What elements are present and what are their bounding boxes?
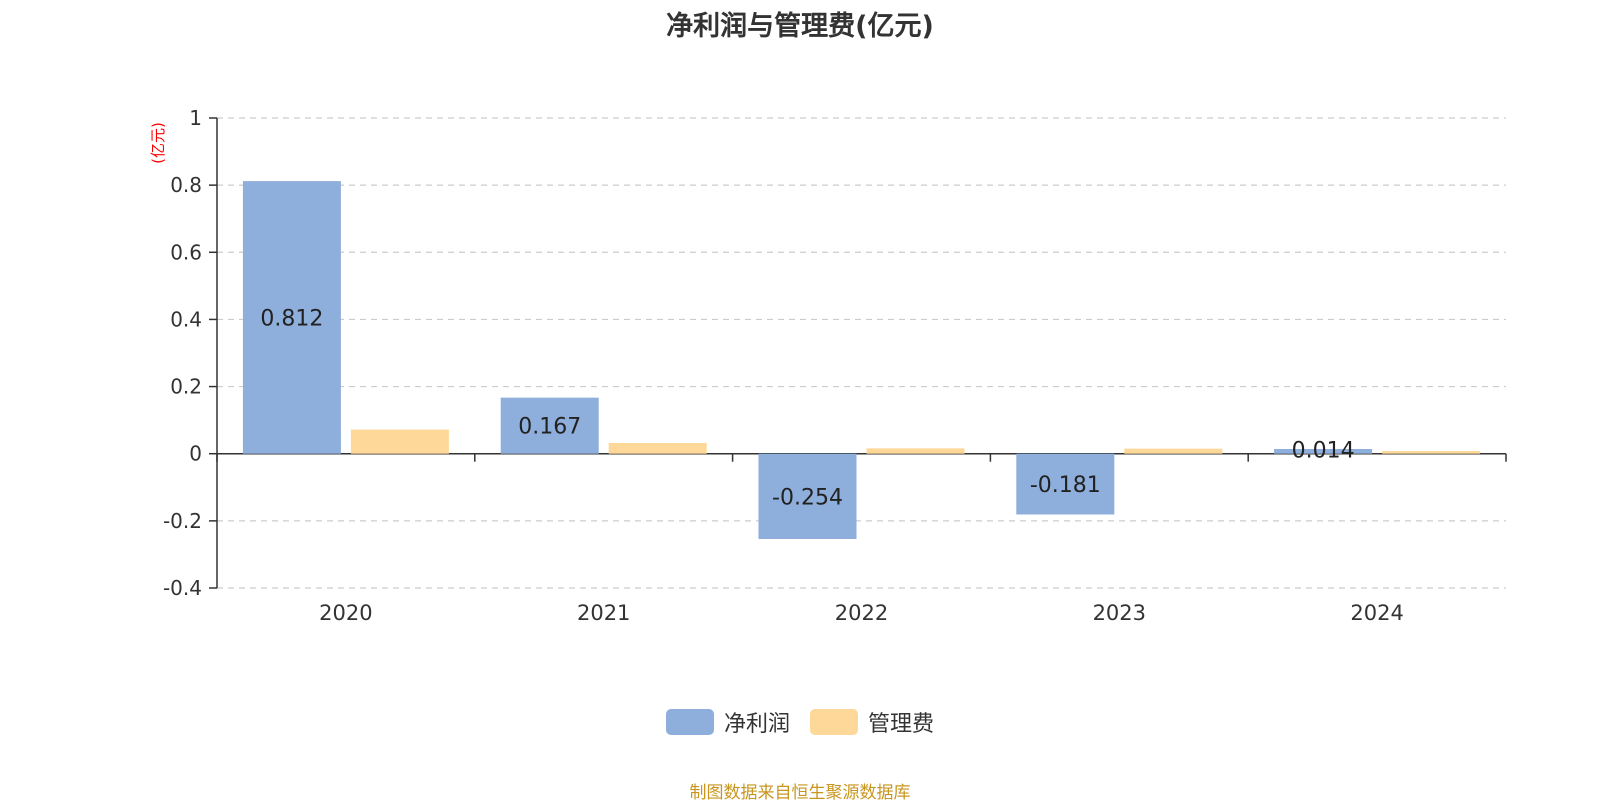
bar-net-profit [1274, 449, 1373, 454]
y-tick-label: 0.8 [170, 173, 202, 197]
y-tick-label: 1 [189, 106, 202, 130]
y-tick-label: 0 [189, 442, 202, 466]
y-tick-label: 0.2 [170, 375, 202, 399]
x-tick-label: 2023 [1093, 601, 1146, 625]
legend-item-net-profit[interactable]: 净利润 [665, 706, 790, 738]
data-label: -0.181 [1030, 473, 1101, 498]
bar-admin-expense [866, 448, 965, 454]
legend: 净利润 管理费 [0, 706, 1600, 738]
bar-net-profit [242, 181, 341, 454]
bar-chart: 1 0.8 0.6 0.4 0.2 0 -0.2 -0.4 (亿元) 2020 0.812 2021 0… [149, 106, 1507, 625]
x-tick-label: 2022 [835, 601, 888, 625]
legend-swatch-admin-expense [810, 709, 858, 735]
bar-net-profit [500, 397, 599, 454]
y-tick-label: -0.4 [163, 576, 202, 600]
bar-admin-expense [1382, 451, 1481, 454]
legend-swatch-net-profit [665, 709, 714, 735]
legend-label-net-profit: 净利润 [723, 712, 790, 737]
bar-admin-expense [608, 442, 707, 454]
y-tick-label: 0.6 [170, 240, 202, 264]
data-label: -0.254 [772, 485, 843, 510]
bar-net-profit [758, 453, 857, 539]
legend-label-admin-expense: 管理费 [868, 712, 935, 737]
data-source-note: 制图数据来自恒生聚源数据库 [689, 783, 911, 803]
data-label: 0.014 [1292, 439, 1355, 464]
y-tick-label: -0.2 [163, 509, 202, 533]
x-tick-label: 2024 [1350, 601, 1403, 625]
x-tick-label: 2020 [319, 601, 372, 625]
legend-item-admin-expense[interactable]: 管理费 [810, 706, 934, 738]
y-axis-unit: (亿元) [149, 122, 167, 164]
bar-admin-expense [1124, 448, 1223, 454]
bar-admin-expense [350, 429, 449, 454]
bar-net-profit [1016, 453, 1115, 515]
data-label: 0.167 [518, 415, 581, 440]
chart-title: 净利润与管理费(亿元) [666, 11, 934, 42]
y-tick-label: 0.4 [170, 307, 202, 331]
x-tick-label: 2021 [577, 601, 630, 625]
data-label: 0.812 [260, 306, 323, 331]
